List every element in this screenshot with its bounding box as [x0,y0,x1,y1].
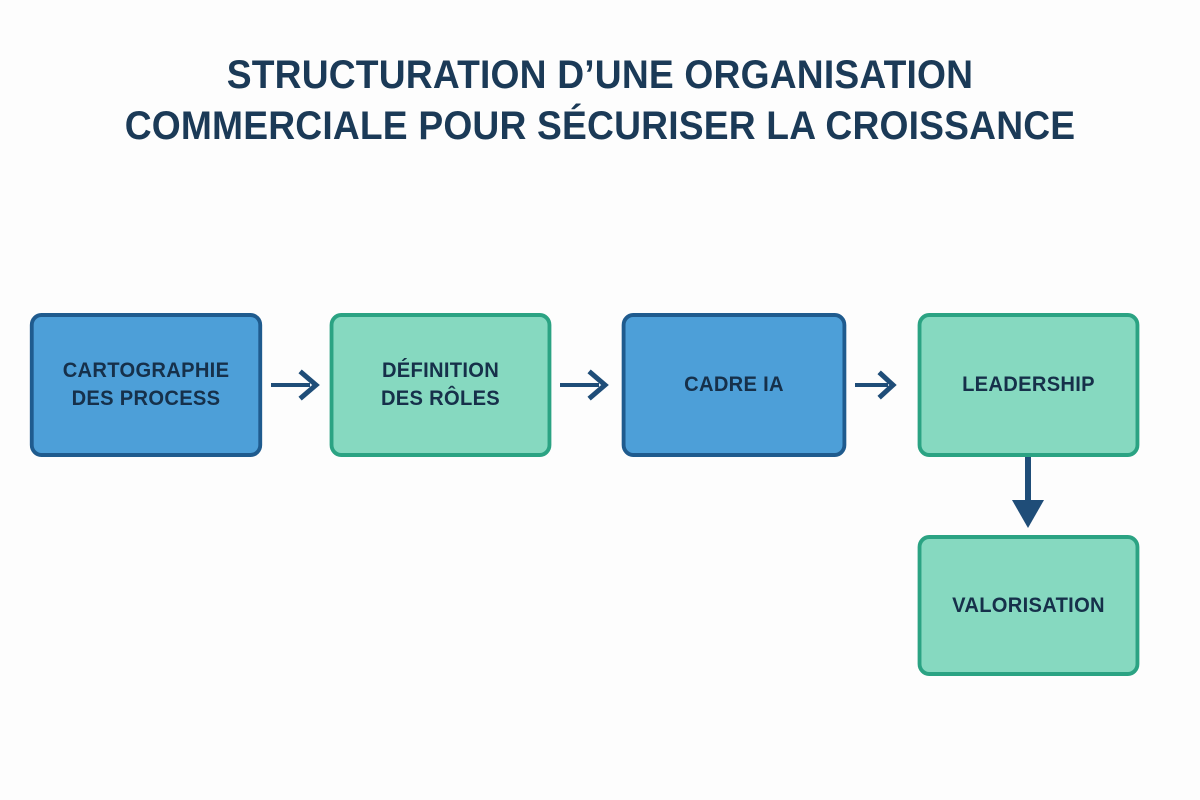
page-title-line-2: COMMERCIALE POUR SÉCURISER LA CROISSANCE [124,104,1076,148]
node-role-definition[interactable]: DÉFINITION DES RÔLES [329,313,552,457]
node-label: VALORISATION [952,593,1105,617]
page-title: STRUCTURATION D’UNE ORGANISATION COMMERC… [42,50,1158,152]
node-valuation[interactable]: VALORISATION [917,535,1140,676]
page-title-line-1: STRUCTURATION D’UNE ORGANISATION [226,53,974,97]
arrow-leadership-to-valuation [1012,457,1044,528]
arrow-role-definition-to-ai-framework [560,369,609,401]
node-label: CARTOGRAPHIE DES PROCESS [62,359,230,410]
node-label: DÉFINITION DES RÔLES [380,359,501,410]
node-label: LEADERSHIP [962,373,1095,396]
node-leadership[interactable]: LEADERSHIP [917,313,1140,457]
node-process-mapping[interactable]: CARTOGRAPHIE DES PROCESS [29,313,263,457]
arrow-ai-framework-to-leadership [855,370,897,400]
arrow-process-mapping-to-role-definition [271,369,320,401]
node-ai-framework[interactable]: CADRE IA [621,313,847,457]
node-label: CADRE IA [684,373,784,396]
